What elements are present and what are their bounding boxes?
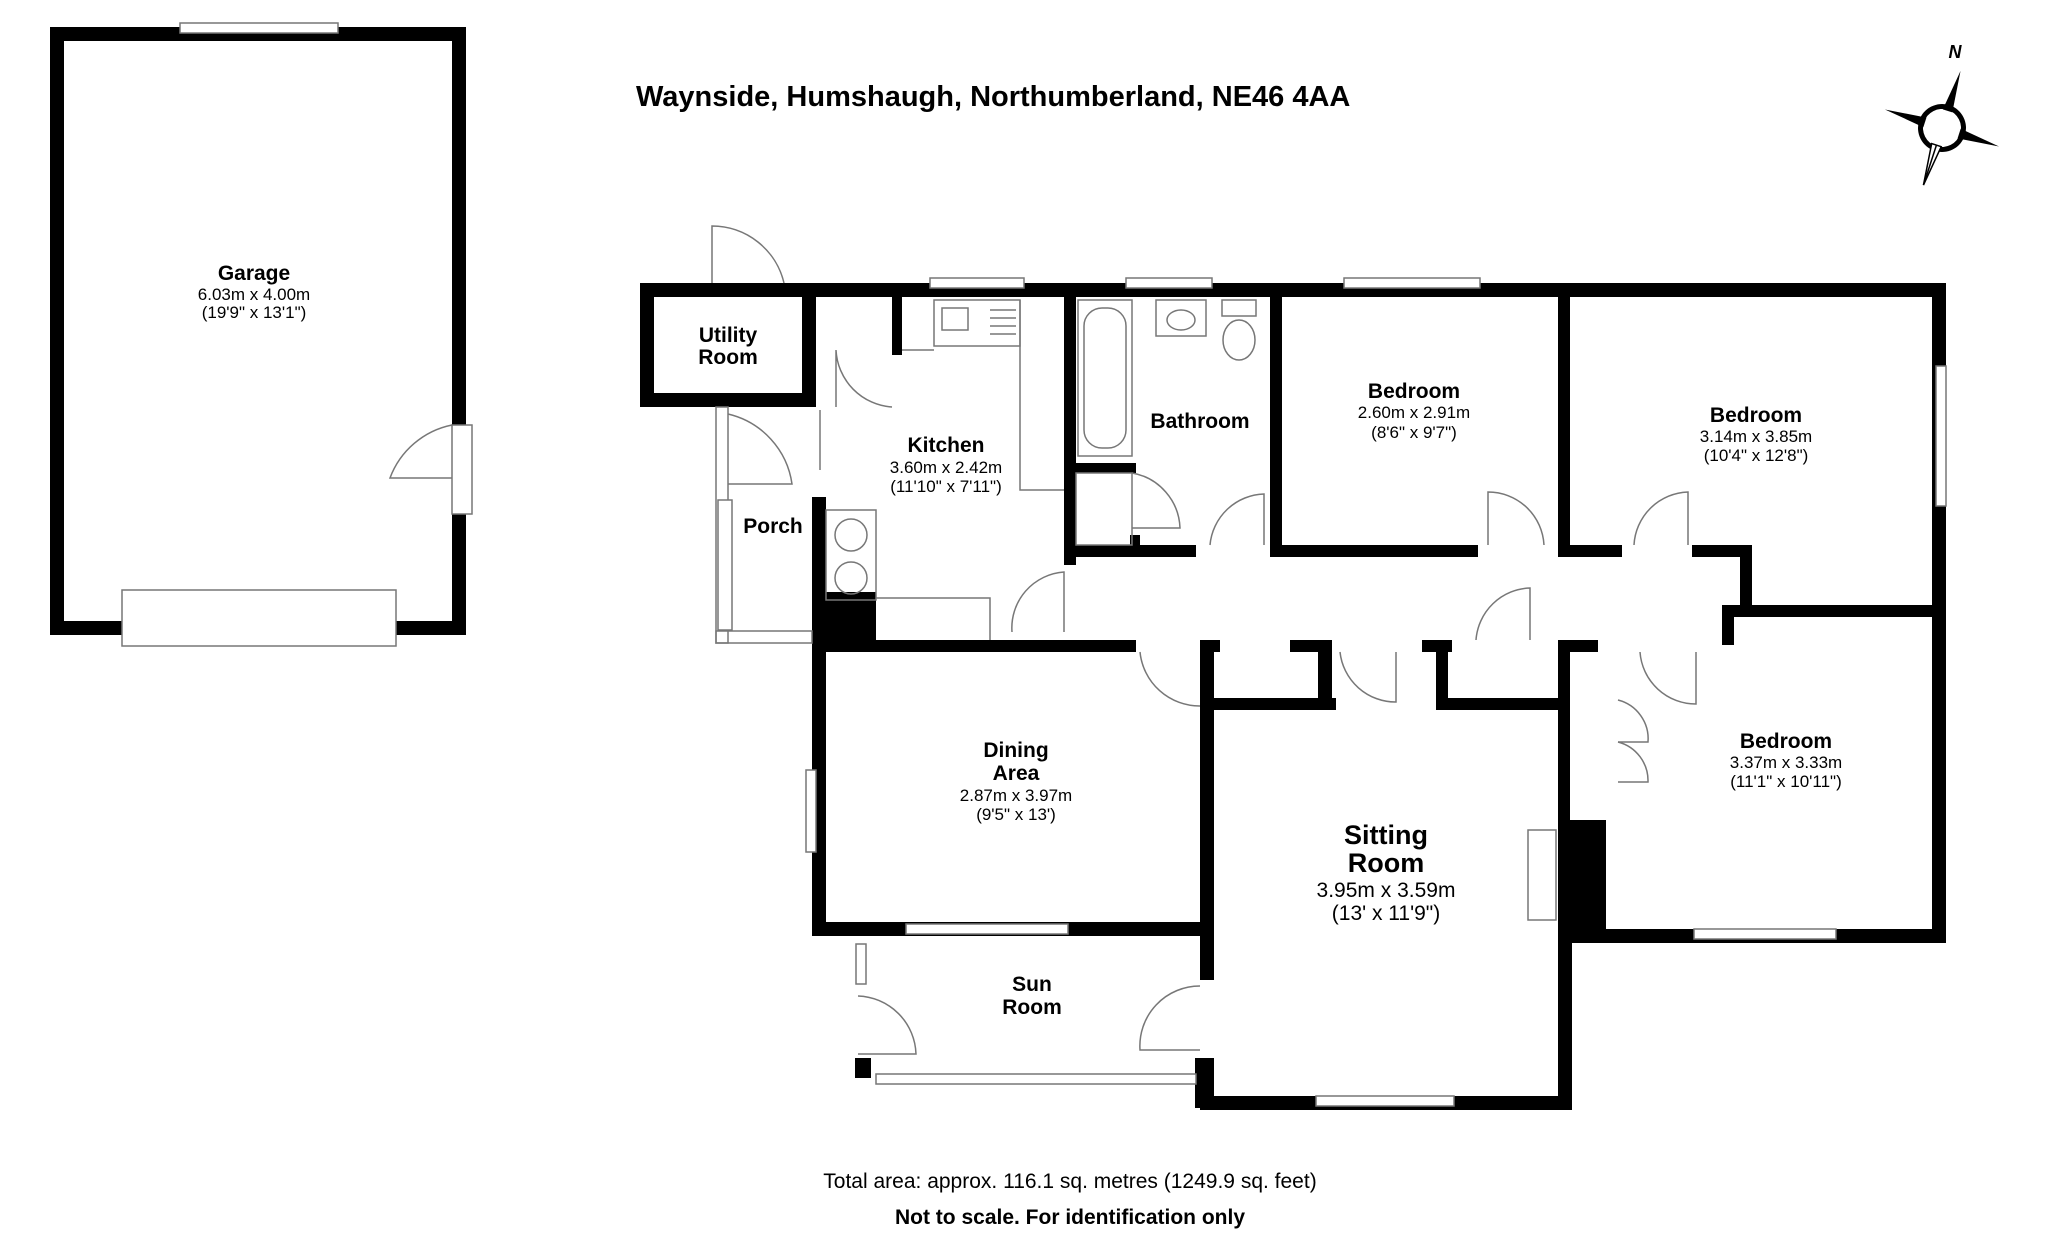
room-name: Bedroom [1740, 730, 1832, 753]
room-name: Area [993, 762, 1040, 785]
compass-icon [1884, 70, 2000, 186]
room-dimensions-imperial: (11'10" x 7'11") [890, 477, 1002, 496]
room-kitchen: Kitchen 3.60m x 2.42m (11'10" x 7'11") [890, 434, 1002, 496]
room-name: Room [1348, 848, 1425, 878]
room-name: Room [1002, 996, 1062, 1019]
room-name: Kitchen [907, 434, 984, 457]
room-sun-room: Sun Room [1002, 973, 1062, 1019]
room-garage: Garage 6.03m x 4.00m (19'9" x 13'1") [198, 262, 310, 322]
room-dimensions-metric: 3.37m x 3.33m [1730, 753, 1842, 772]
room-dimensions-imperial: (10'4" x 12'8") [1704, 446, 1809, 465]
windows [805, 277, 1947, 1107]
room-name: Bathroom [1150, 410, 1249, 433]
doors [711, 225, 1697, 1055]
total-area: Total area: approx. 116.1 sq. metres (12… [823, 1170, 1316, 1193]
room-name: Utility [699, 324, 758, 347]
room-name: Dining [983, 739, 1048, 762]
room-dimensions-imperial: (9'5" x 13') [976, 805, 1056, 824]
room-dimensions-metric: 3.95m x 3.59m [1317, 879, 1456, 902]
room-sitting-room: Sitting Room 3.95m x 3.59m (13' x 11'9") [1317, 820, 1456, 925]
room-bathroom: Bathroom [1150, 410, 1249, 433]
room-name: Garage [218, 262, 290, 285]
room-dimensions-metric: 3.14m x 3.85m [1700, 427, 1812, 446]
room-dimensions-metric: 2.60m x 2.91m [1358, 403, 1470, 422]
disclaimer: Not to scale. For identification only [895, 1206, 1245, 1229]
room-utility: Utility Room [698, 324, 758, 369]
fixtures [825, 299, 1257, 640]
page-title: Waynside, Humshaugh, Northumberland, NE4… [636, 81, 1350, 113]
room-dimensions-imperial: (19'9" x 13'1") [202, 303, 307, 322]
room-name: Bedroom [1710, 404, 1802, 427]
room-dimensions-metric: 6.03m x 4.00m [198, 285, 310, 304]
room-dimensions-metric: 2.87m x 3.97m [960, 786, 1072, 805]
room-dimensions-imperial: (11'1" x 10'11") [1730, 772, 1842, 791]
room-porch: Porch [743, 515, 803, 538]
porch-structure [715, 406, 813, 644]
internal-walls [802, 297, 1946, 940]
room-dimensions-imperial: (13' x 11'9") [1332, 902, 1440, 925]
room-name: Bedroom [1368, 380, 1460, 403]
room-bedroom-3: Bedroom 3.37m x 3.33m (11'1" x 10'11") [1730, 730, 1842, 791]
room-dimensions-imperial: (8'6" x 9'7") [1371, 423, 1457, 442]
room-name: Room [698, 346, 758, 369]
room-name: Porch [743, 515, 803, 538]
room-dining-area: Dining Area 2.87m x 3.97m (9'5" x 13') [960, 739, 1072, 824]
room-bedroom-2: Bedroom 3.14m x 3.85m (10'4" x 12'8") [1700, 404, 1812, 465]
garage-walls [50, 22, 473, 647]
room-name: Sitting [1344, 820, 1428, 850]
room-name: Sun [1012, 973, 1052, 996]
room-dimensions-metric: 3.60m x 2.42m [890, 458, 1002, 477]
room-bedroom-1: Bedroom 2.60m x 2.91m (8'6" x 9'7") [1358, 380, 1470, 442]
compass-north-label: N [1949, 42, 1963, 62]
